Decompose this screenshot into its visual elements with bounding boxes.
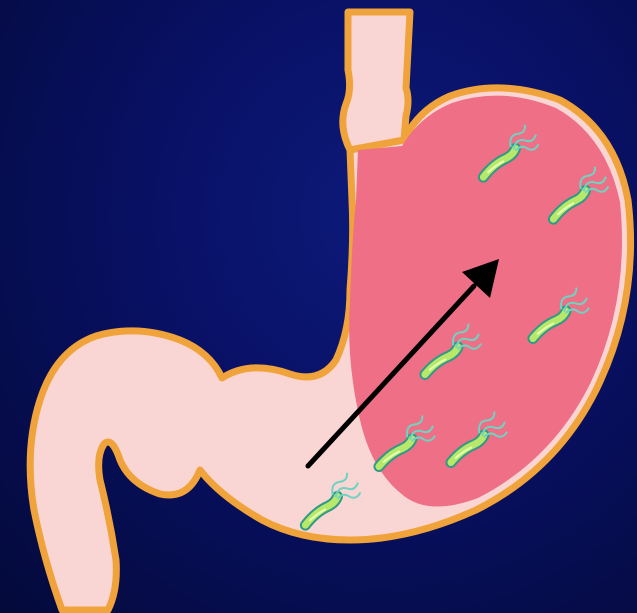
- inflamed-region: [349, 96, 622, 507]
- esophagus: [343, 12, 410, 150]
